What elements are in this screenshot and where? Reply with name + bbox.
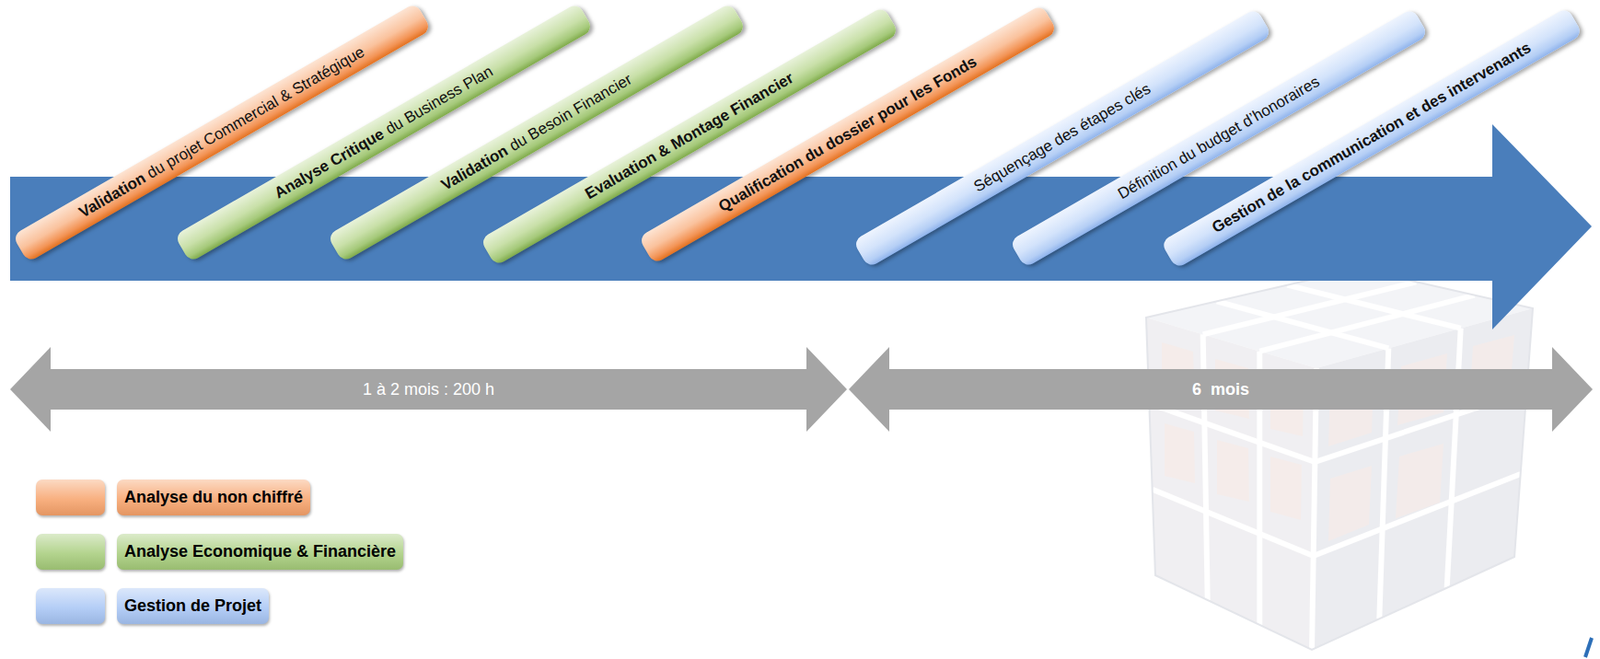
legend-label: Gestion de Projet bbox=[124, 596, 262, 616]
cube-grid bbox=[1148, 281, 1527, 650]
legend-label: Analyse du non chiffré bbox=[124, 487, 303, 508]
rubiks-cube bbox=[1146, 268, 1533, 650]
legend-label-box: Gestion de Projet bbox=[116, 588, 269, 625]
cube-left bbox=[1146, 317, 1317, 650]
step-label: 6 mois bbox=[1192, 380, 1250, 400]
step-label: du Besoin Financier bbox=[506, 69, 636, 155]
legend-swatch bbox=[35, 533, 105, 570]
legend-swatch bbox=[35, 588, 105, 625]
step-label: 1 à 2 mois : 200 h bbox=[362, 380, 495, 400]
duration-arrow: 6 mois bbox=[848, 347, 1593, 432]
legend-label-box: Analyse du non chiffré bbox=[116, 479, 311, 516]
cube-outline bbox=[1146, 268, 1533, 650]
legend-swatch bbox=[35, 479, 105, 516]
legend-label-box: Analyse Economique & Financière bbox=[116, 533, 404, 570]
cube-pictures bbox=[1161, 335, 1515, 542]
cube-picture bbox=[1217, 440, 1250, 502]
cube-picture bbox=[1328, 465, 1372, 542]
legend-label: Analyse Economique & Financière bbox=[124, 542, 396, 562]
double-arrow bbox=[848, 347, 1593, 432]
cube-picture bbox=[1164, 423, 1195, 484]
step-label: du Business Plan bbox=[382, 62, 497, 140]
double-arrow bbox=[10, 347, 847, 432]
duration-arrow: 1 à 2 mois : 200 h bbox=[10, 347, 847, 432]
logo-mark bbox=[1585, 637, 1592, 658]
cube-picture bbox=[1270, 456, 1302, 521]
